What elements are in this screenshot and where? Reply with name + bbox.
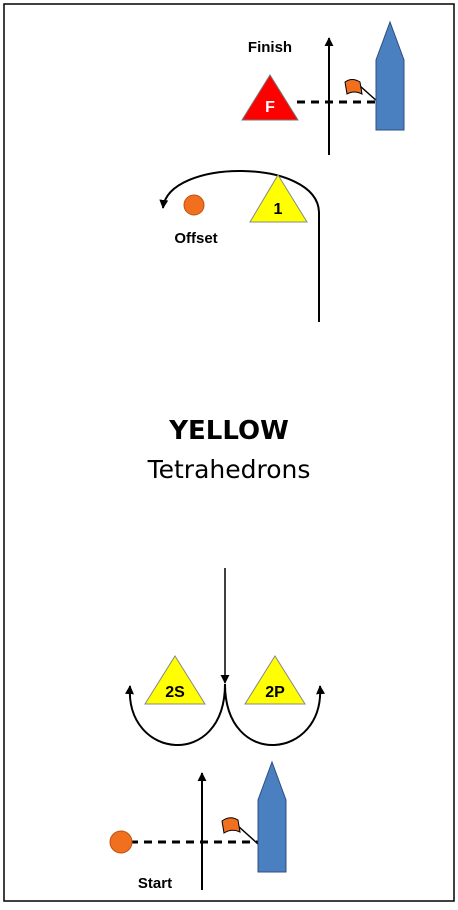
- finish-mark-label: F: [265, 99, 275, 116]
- mark-2p-triangle: [244, 655, 306, 705]
- mark-2s-triangle: [144, 655, 206, 705]
- mark-1-label: 1: [274, 201, 283, 218]
- course-mark-type: Tetrahedrons: [147, 455, 311, 484]
- flag-icon: [344, 79, 379, 103]
- mark-1-triangle: [249, 174, 308, 223]
- committee-boat-icon: [375, 20, 405, 131]
- rounding-path-gate-2s: [124, 683, 226, 746]
- windward-mark: 1: [249, 174, 308, 223]
- start-label: Start: [138, 875, 172, 892]
- finish-mark-triangle: [241, 74, 299, 121]
- start-pin-buoy-icon: [109, 830, 133, 854]
- finish-mark: F: [241, 74, 299, 121]
- finish-label: Finish: [248, 39, 292, 56]
- diagram-frame: [3, 3, 455, 902]
- flag-icon: [221, 817, 259, 845]
- gate-mark-2s: 2S: [144, 655, 206, 705]
- course-color-title: YELLOW: [169, 416, 289, 446]
- rounding-path-gate-2p: [224, 683, 326, 746]
- mark-2p-label: 2P: [265, 684, 285, 701]
- offset-buoy-icon: [183, 194, 205, 216]
- gate-mark-2p: 2P: [244, 655, 306, 705]
- mark-2s-label: 2S: [165, 684, 185, 701]
- committee-boat-icon: [257, 760, 287, 873]
- offset-label: Offset: [174, 230, 217, 247]
- rounding-path-mark-1: [159, 170, 320, 322]
